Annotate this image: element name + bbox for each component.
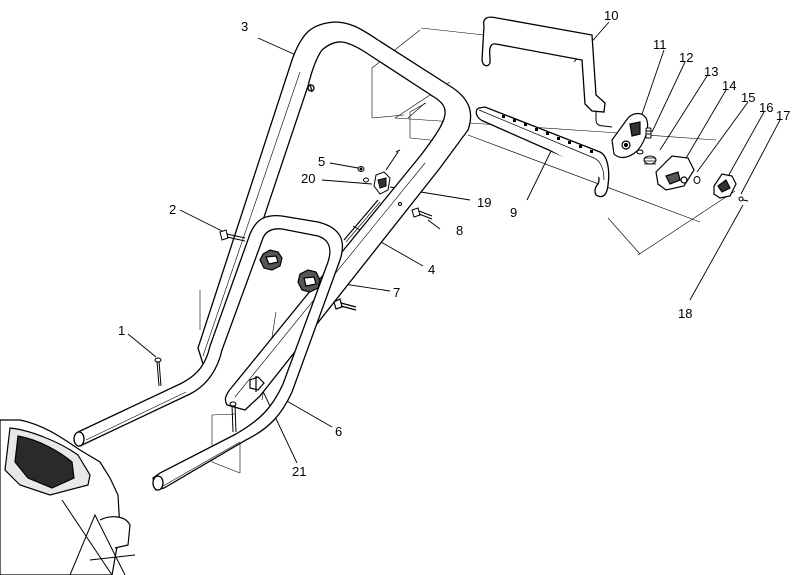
handle-knob-upper xyxy=(260,250,282,270)
callout-7: 7 xyxy=(393,285,401,300)
bail-bar xyxy=(482,17,612,127)
handle-knob-7 xyxy=(298,270,356,310)
upper-handle xyxy=(198,22,471,410)
callout-2: 2 xyxy=(169,202,177,217)
housing-14 xyxy=(656,156,694,190)
callout-4: 4 xyxy=(428,262,436,277)
cable-guide-bar xyxy=(476,107,608,197)
callout-10: 10 xyxy=(604,8,619,23)
callout-1: 1 xyxy=(118,323,126,338)
spring-13 xyxy=(637,150,656,164)
callout-20: 20 xyxy=(301,171,316,186)
spring-pin-12 xyxy=(646,128,651,138)
callout-6: 6 xyxy=(335,424,343,439)
callout-16: 16 xyxy=(759,100,774,115)
lower-handle-frame xyxy=(74,216,342,490)
callout-9: 9 xyxy=(510,205,518,220)
callout-19: 19 xyxy=(477,195,492,210)
cap-16 xyxy=(714,174,736,198)
callout-13: 13 xyxy=(704,64,719,79)
callout-17: 17 xyxy=(776,108,791,123)
mower-deck xyxy=(0,420,135,575)
carriage-bolt-2 xyxy=(220,230,245,241)
callout-8: 8 xyxy=(456,223,464,238)
guide-teeth xyxy=(502,115,593,153)
bolt-base xyxy=(230,402,236,432)
bolt-1 xyxy=(155,358,161,386)
screw-17 xyxy=(739,197,748,201)
callout-12: 12 xyxy=(679,50,694,65)
callout-11: 11 xyxy=(653,37,667,52)
callout-14: 14 xyxy=(722,78,737,93)
callout-3: 3 xyxy=(241,19,249,34)
washer-15 xyxy=(694,177,700,184)
callout-5: 5 xyxy=(318,154,326,169)
cable-clip xyxy=(250,376,264,392)
cable-bracket xyxy=(344,150,400,242)
callout-15: 15 xyxy=(741,90,756,105)
screw-8 xyxy=(399,203,433,220)
callout-21: 21 xyxy=(292,464,307,479)
callout-18: 18 xyxy=(678,306,693,321)
